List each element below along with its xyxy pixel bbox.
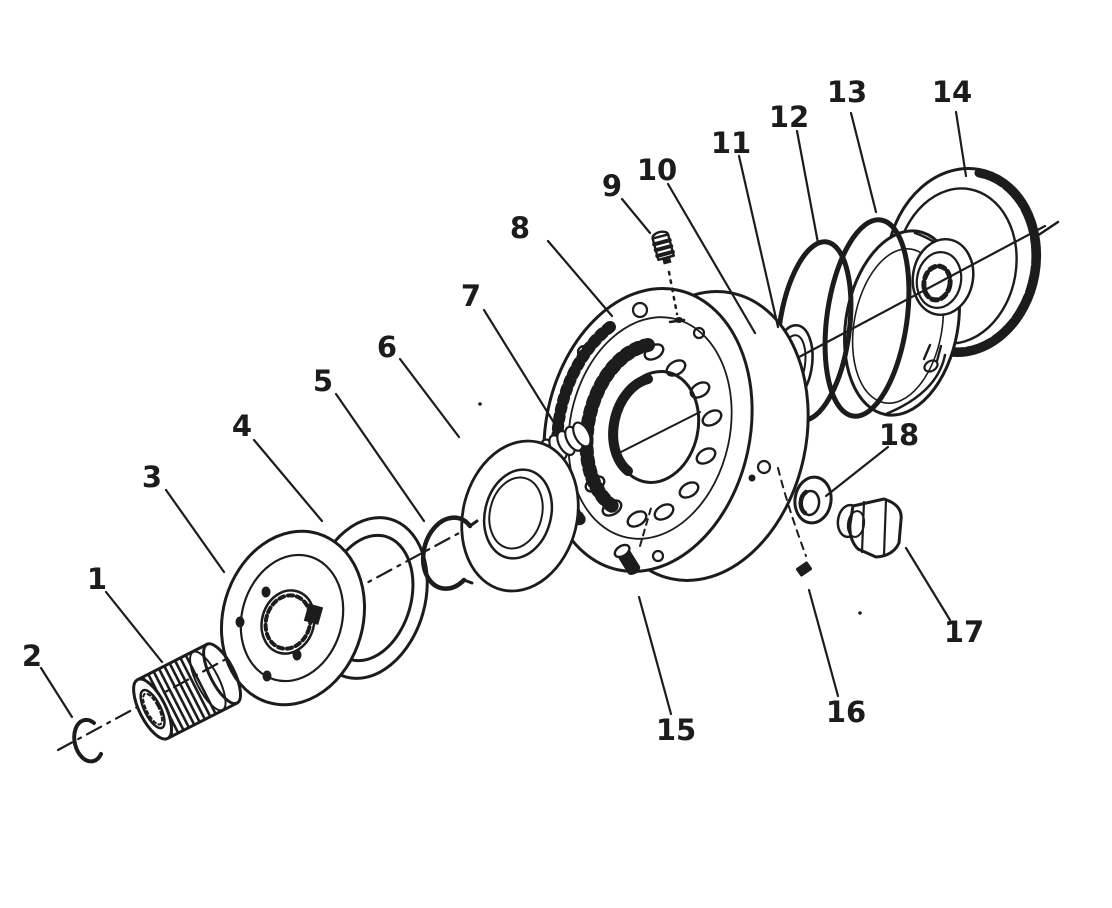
callout-15: 15 [637,595,696,747]
part-1-roller-bearing [132,642,242,741]
callout-label-9: 9 [602,169,622,203]
part-9-fitting [651,230,686,324]
callout-18: 18 [824,418,919,498]
callout-label-15: 15 [656,713,696,747]
callout-label-2: 2 [22,639,42,673]
callout-label-14: 14 [932,75,972,109]
callout-11: 11 [711,126,780,329]
callout-5: 5 [313,364,426,523]
part-13-large-ring [822,217,912,419]
callout-label-17: 17 [944,615,984,649]
pump-bolt-holes [576,301,772,563]
callout-label-1: 1 [87,562,107,596]
callouts: 1 2 3 4 5 6 7 8 [22,75,984,747]
callout-10: 10 [637,153,757,335]
part-3-splined-disc [219,529,367,707]
converter-ribbed-rim [942,168,1041,357]
disc-tab [303,603,324,625]
part-15-screw [613,507,652,575]
ink-specks [478,402,862,615]
callout-label-8: 8 [510,211,530,245]
converter-hub [911,237,975,373]
callout-label-5: 5 [313,364,333,398]
callout-8: 8 [510,211,614,318]
callout-2: 2 [22,639,74,719]
callout-3: 3 [142,460,226,574]
callout-7: 7 [461,279,558,428]
callout-label-16: 16 [826,695,866,729]
pump-face-holes [584,343,723,528]
part-17-hex-plug [836,497,903,559]
spline-teeth [263,593,313,651]
rotor-teeth [579,338,655,513]
callout-label-11: 11 [711,126,751,160]
axis-across-bore [614,411,701,456]
callout-6: 6 [377,330,461,439]
callout-label-18: 18 [879,418,919,452]
callout-label-13: 13 [827,75,867,109]
callout-17: 17 [904,546,984,649]
bore-crescent [608,374,653,476]
disc-holes [235,586,302,682]
part-6-bored-disc [460,439,580,593]
callout-label-6: 6 [377,330,397,364]
rim-tick-line [1032,220,1060,240]
callout-label-4: 4 [232,409,252,443]
part-18-washer [793,475,833,525]
axis-solid-right [754,224,1047,382]
callout-label-10: 10 [637,153,677,187]
part-2-c-clip [72,717,103,764]
callout-9: 9 [602,169,652,235]
callout-1: 1 [87,562,164,664]
callout-label-7: 7 [461,279,481,313]
callout-label-12: 12 [769,100,809,134]
callout-13: 13 [827,75,878,214]
part-8-pump-body [542,287,810,582]
callout-label-3: 3 [142,460,162,494]
callout-4: 4 [232,409,324,523]
part-16-pin [777,467,813,577]
callout-12: 12 [769,100,820,245]
callout-14: 14 [932,75,972,178]
callout-16: 16 [807,588,866,729]
